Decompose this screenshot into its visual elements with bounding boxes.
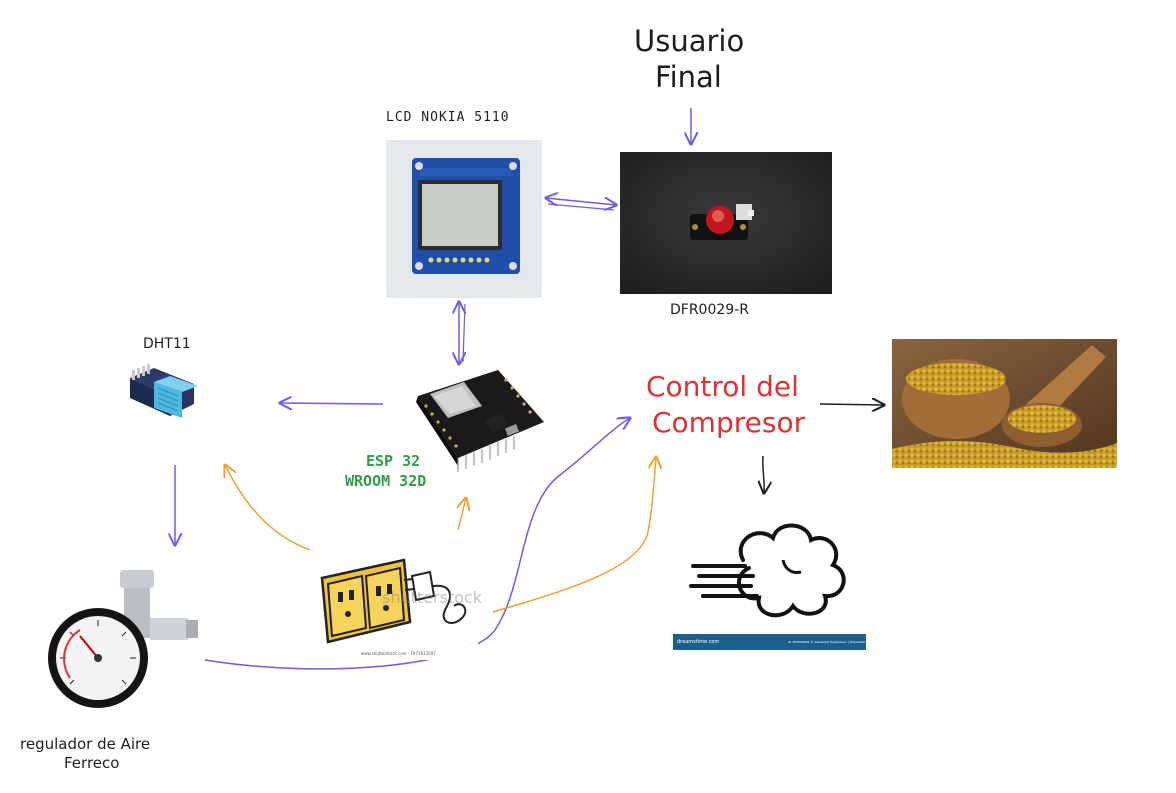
regulator-gauge-image [40, 560, 200, 710]
arrow-outlet-to-esp [458, 498, 466, 531]
lcd-label: LCD NOKIA 5110 [386, 110, 510, 125]
esp32-label-line1: ESP 32 [366, 452, 421, 470]
outlet-plug-image [312, 548, 478, 660]
button-module-image [620, 152, 832, 294]
dht11-label: DHT11 [143, 336, 191, 352]
dht11-image [124, 360, 200, 432]
button-label: DFR0029-R [670, 302, 749, 318]
arrow-lcd-esp-double [462, 303, 466, 363]
usuario-final-label-line2: Final [655, 60, 722, 94]
arrow-control-to-air [763, 455, 764, 493]
arrow-esp-to-dht [280, 403, 384, 404]
arrow-control-to-pollen [819, 404, 884, 405]
arrow-lcd-button-double [547, 203, 615, 211]
outlet-watermark: shutterstock [382, 588, 483, 607]
lcd-nokia-image [386, 140, 542, 298]
air-caption-right: ID 182826958 © Alexander Ryabintsev | Dr… [788, 640, 876, 644]
esp32-board-image [398, 366, 548, 476]
regulator-label-line2: Ferreco [64, 754, 120, 772]
esp32-label-line2: WROOM 32D [345, 472, 427, 490]
control-compresor-label-line2: Compresor [652, 406, 806, 439]
control-compresor-label-line1: Control del [646, 370, 799, 403]
regulator-label-line1: regulador de Aire [20, 735, 151, 753]
air-caption-left: dreamstime.com [677, 639, 720, 645]
outlet-caption: www.shutterstock.com · 1971813597 [361, 651, 436, 656]
air-gust-image [673, 510, 866, 650]
usuario-final-label-line1: Usuario [634, 24, 745, 58]
pollen-image [892, 339, 1117, 468]
arrow-outlet-to-control [492, 457, 656, 613]
arrow-regulator-to-control [204, 418, 630, 670]
arrow-lcd-button [546, 198, 616, 205]
arrow-outlet-to-dht [225, 465, 311, 551]
